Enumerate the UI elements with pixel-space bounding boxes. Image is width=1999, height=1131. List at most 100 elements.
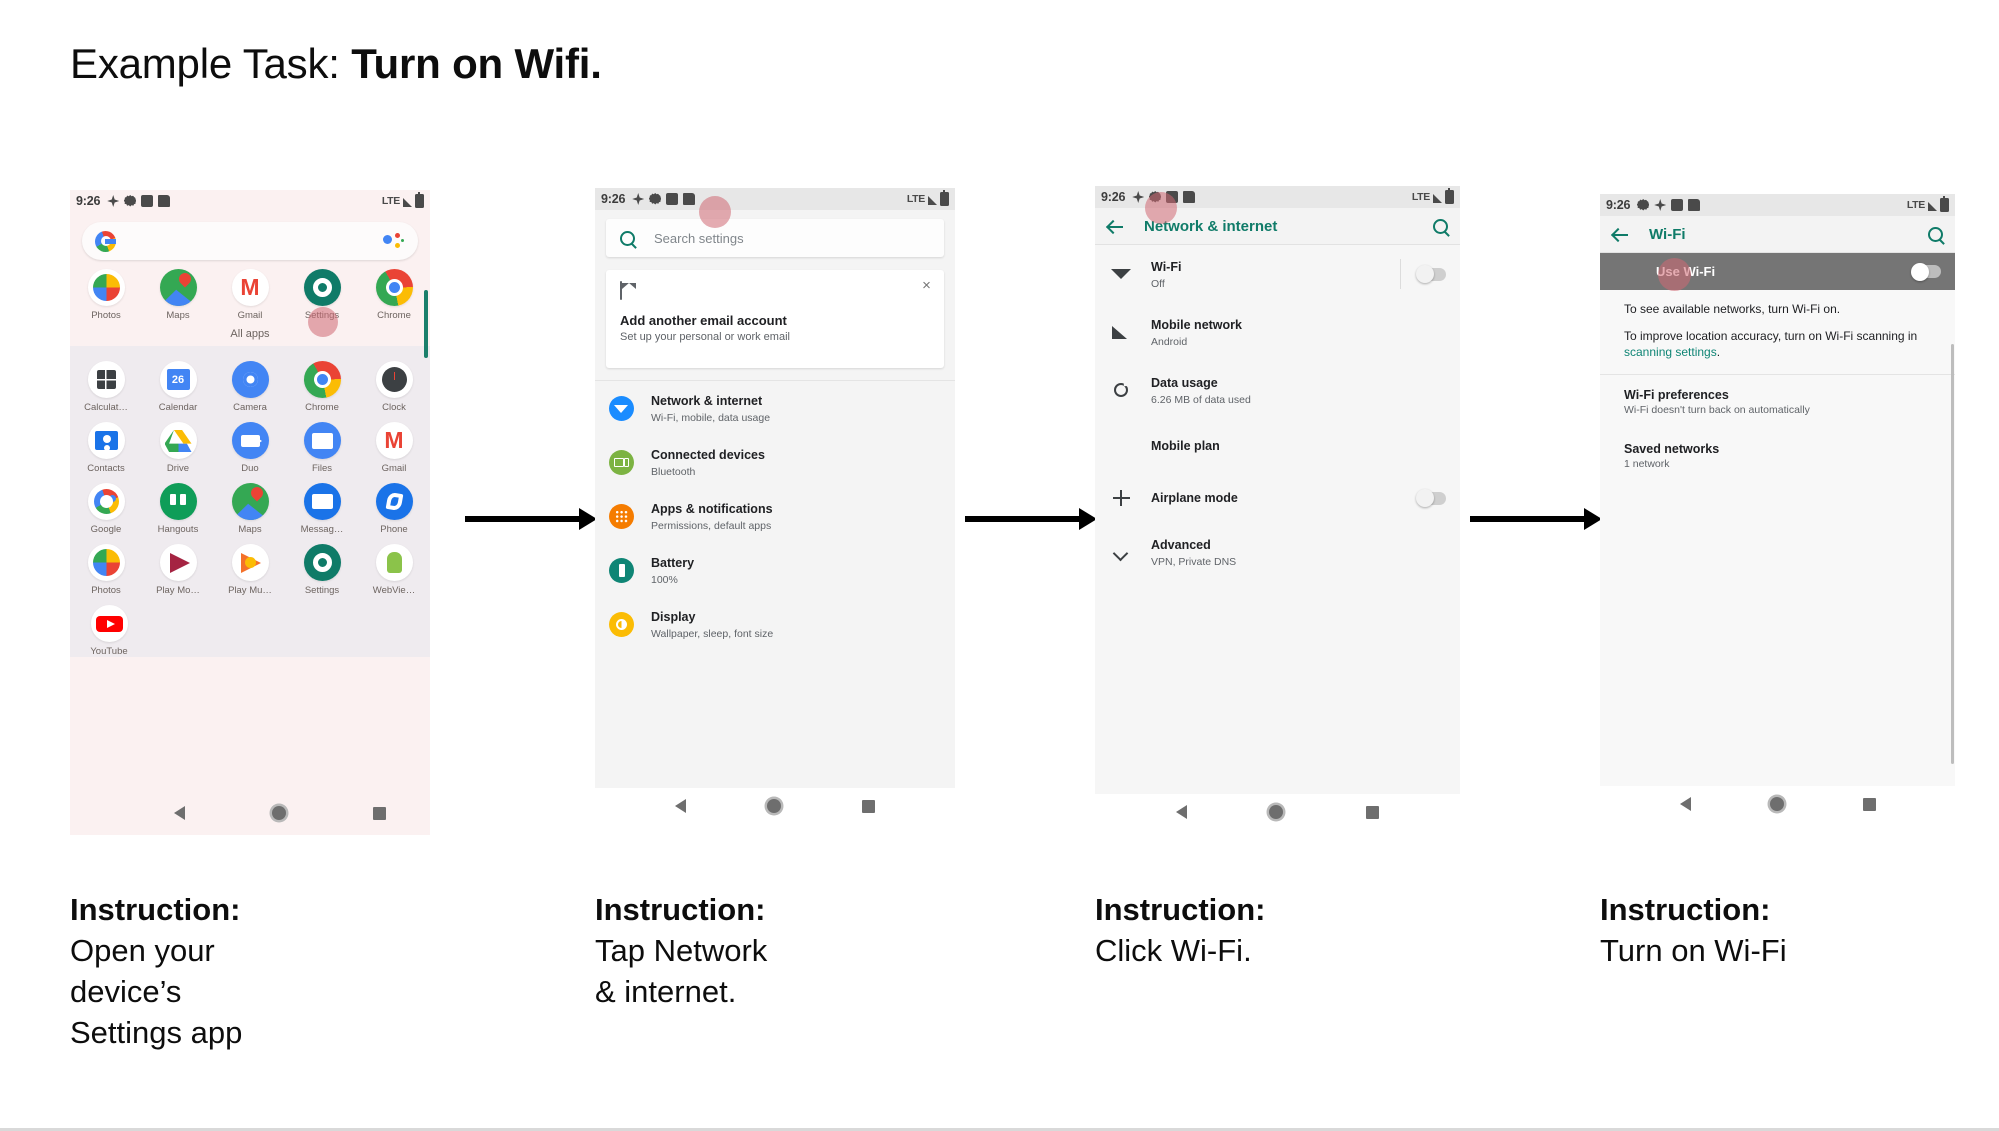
title-task: Turn on Wifi. xyxy=(351,40,602,87)
app-play-movies[interactable]: Play Mo… xyxy=(153,544,203,596)
app-label: Calendar xyxy=(158,402,198,413)
app-phone[interactable]: Phone xyxy=(369,483,419,535)
network-item-airplane-mode[interactable]: Airplane mode xyxy=(1095,473,1460,523)
home-button[interactable] xyxy=(271,806,286,820)
settings-item-network[interactable]: Network & internet Wi-Fi, mobile, data u… xyxy=(595,196,955,435)
app-settings[interactable]: Settings xyxy=(297,544,347,596)
item-title: Network & internet xyxy=(651,394,763,408)
network-item-mobile-plan[interactable]: Mobile plan xyxy=(1095,419,1460,473)
settings-item-battery[interactable]: Battery 100% xyxy=(595,543,955,597)
connected-devices-icon xyxy=(609,449,634,475)
settings-item-apps[interactable]: Apps & notifications Permissions, defaul… xyxy=(595,489,955,543)
app-webview[interactable]: WebVie… xyxy=(369,544,419,596)
recents-button[interactable] xyxy=(861,799,875,813)
app-play-music[interactable]: Play Mu… xyxy=(225,544,275,596)
app-chrome[interactable]: Chrome xyxy=(297,361,347,413)
assistant-icon[interactable] xyxy=(383,233,405,249)
files-icon xyxy=(303,422,341,459)
gear-icon xyxy=(1637,199,1650,211)
settings-item-connected-devices[interactable]: Connected devices Bluetooth xyxy=(595,435,955,489)
recents-button[interactable] xyxy=(1365,805,1379,819)
app-label: Gmail xyxy=(237,310,263,321)
gmail-icon xyxy=(231,269,269,306)
home-button[interactable] xyxy=(766,799,781,813)
app-files[interactable]: Files xyxy=(297,422,347,474)
app-hangouts[interactable]: Hangouts xyxy=(153,483,203,535)
network-item-data-usage[interactable]: Data usage 6.26 MB of data used xyxy=(1095,361,1460,419)
app-calculator[interactable]: Calculat… xyxy=(81,361,131,413)
app-calendar[interactable]: Calendar xyxy=(153,361,203,413)
app-chrome[interactable]: Chrome xyxy=(369,269,419,321)
battery-icon xyxy=(415,192,424,208)
app-photos[interactable]: Photos xyxy=(81,544,131,596)
drawer-row: Contacts Drive Duo Files Gmail xyxy=(70,422,430,474)
app-google[interactable]: Google xyxy=(81,483,131,535)
app-settings[interactable]: Settings xyxy=(297,269,347,337)
youtube-icon xyxy=(90,605,128,642)
app-duo[interactable]: Duo xyxy=(225,422,275,474)
caption-head: Instruction: xyxy=(595,892,766,927)
search-icon[interactable] xyxy=(1928,226,1943,242)
app-maps[interactable]: Maps xyxy=(153,269,203,321)
network-item-wifi[interactable]: Wi-Fi Off xyxy=(1095,192,1460,303)
title-prefix: Example Task: xyxy=(70,40,352,87)
back-button[interactable] xyxy=(1176,805,1188,819)
app-gmail[interactable]: Gmail xyxy=(225,269,275,321)
back-button[interactable] xyxy=(675,799,687,813)
drawer-row: YouTube xyxy=(70,605,430,657)
divider xyxy=(1400,259,1401,289)
google-logo-icon xyxy=(95,230,116,252)
app-label: Messag… xyxy=(300,524,344,535)
scrollbar-thumb[interactable] xyxy=(424,290,428,358)
saved-networks-row[interactable]: Saved networks 1 network xyxy=(1600,429,1955,483)
back-button[interactable] xyxy=(173,806,185,820)
close-icon[interactable]: × xyxy=(922,277,931,294)
navigation-bar-2 xyxy=(635,792,915,820)
navigation-bar-4 xyxy=(1640,790,1915,818)
wifi-hint-location-accuracy: To improve location accuracy, turn on Wi… xyxy=(1600,317,1955,360)
warning-icon xyxy=(666,193,679,205)
app-maps[interactable]: Maps xyxy=(225,483,275,535)
recents-button[interactable] xyxy=(373,806,387,820)
scanning-settings-link[interactable]: scanning settings xyxy=(1624,345,1717,360)
step-arrow-3 xyxy=(1470,508,1602,530)
app-photos[interactable]: Photos xyxy=(81,269,131,321)
duo-icon xyxy=(231,422,269,459)
app-camera[interactable]: Camera xyxy=(225,361,275,413)
home-button[interactable] xyxy=(1769,797,1784,811)
back-button[interactable] xyxy=(1679,797,1691,811)
sd-card-icon xyxy=(158,195,171,207)
item-subtitle: 1 network xyxy=(1624,457,1670,470)
airplane-mode-toggle[interactable] xyxy=(1416,489,1446,507)
search-settings-input[interactable]: Search settings xyxy=(606,219,944,257)
network-type-label: LTE xyxy=(1906,199,1925,211)
scrollbar-thumb[interactable] xyxy=(1951,344,1954,764)
home-button[interactable] xyxy=(1269,805,1284,819)
recents-button[interactable] xyxy=(1862,797,1876,811)
search-icon[interactable] xyxy=(1433,218,1448,234)
app-label: Photos xyxy=(91,585,121,596)
back-arrow-icon[interactable] xyxy=(1107,218,1124,235)
app-clock[interactable]: Clock xyxy=(369,361,419,413)
app-drive[interactable]: Drive xyxy=(153,422,203,474)
use-wifi-toggle[interactable] xyxy=(1911,262,1941,281)
app-gmail[interactable]: Gmail xyxy=(369,422,419,474)
settings-item-display[interactable]: Display Wallpaper, sleep, font size xyxy=(595,597,955,651)
app-youtube[interactable]: YouTube xyxy=(84,605,134,657)
wifi-preferences-row[interactable]: Wi-Fi preferences Wi-Fi doesn't turn bac… xyxy=(1600,375,1955,429)
item-subtitle: Permissions, default apps xyxy=(651,520,772,532)
app-label: Clock xyxy=(382,402,406,413)
search-placeholder: Search settings xyxy=(654,230,744,246)
use-wifi-row[interactable]: Use Wi-Fi xyxy=(1600,253,1955,291)
network-item-advanced[interactable]: Advanced VPN, Private DNS xyxy=(1095,523,1460,581)
wifi-toggle[interactable] xyxy=(1416,265,1446,283)
back-arrow-icon[interactable] xyxy=(1612,226,1629,243)
email-promo-card[interactable]: × Add another email account Set up your … xyxy=(606,270,944,368)
hint-text: To improve location accuracy, turn on Wi… xyxy=(1624,329,1918,344)
network-item-mobile-network[interactable]: Mobile network Android xyxy=(1095,303,1460,361)
app-messages[interactable]: Messag… xyxy=(297,483,347,535)
item-title: Wi-Fi preferences xyxy=(1624,387,1729,402)
item-title: Airplane mode xyxy=(1151,491,1238,505)
google-search-bar[interactable] xyxy=(82,222,418,260)
app-contacts[interactable]: Contacts xyxy=(81,422,131,474)
